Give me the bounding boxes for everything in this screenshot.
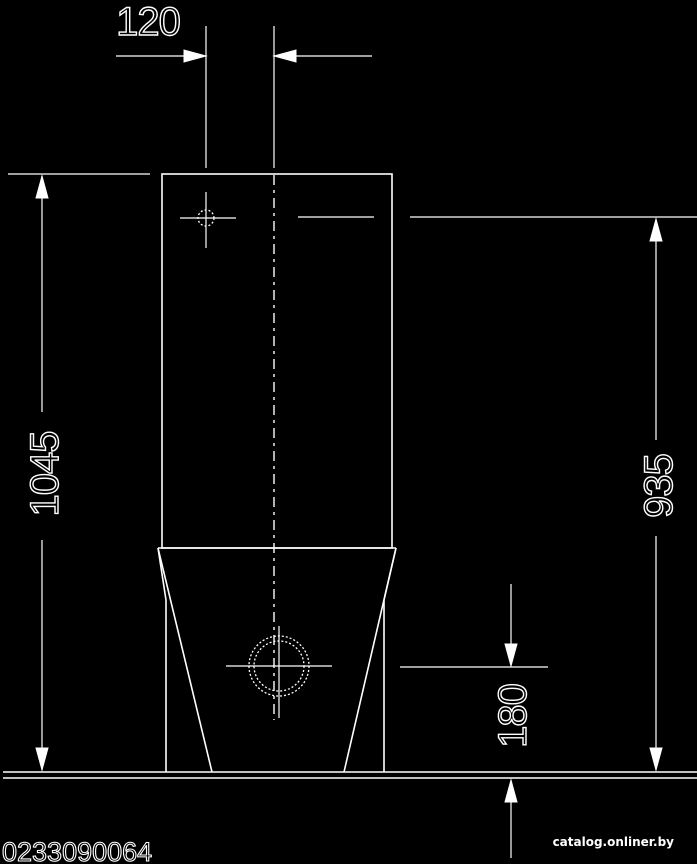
article-number: 0233090064 (2, 837, 152, 864)
dimension-label-centerline-offset: 120 (116, 0, 180, 44)
dimension-centerline-offset (116, 26, 372, 168)
cistern-outline (161, 173, 393, 549)
dimension-label-outlet-height: 180 (491, 684, 535, 748)
dimension-outlet-height (504, 584, 518, 858)
bowl-outline (157, 547, 397, 773)
waste-outlet-symbol (226, 626, 332, 718)
water-inlet-symbol (180, 192, 236, 248)
dimension-total-height (8, 173, 150, 772)
dimension-inlet-height (649, 217, 663, 772)
dimension-label-total-height: 1045 (23, 432, 67, 517)
source-watermark: catalog.onliner.by (553, 835, 675, 849)
dimension-label-inlet-height: 935 (637, 454, 681, 518)
